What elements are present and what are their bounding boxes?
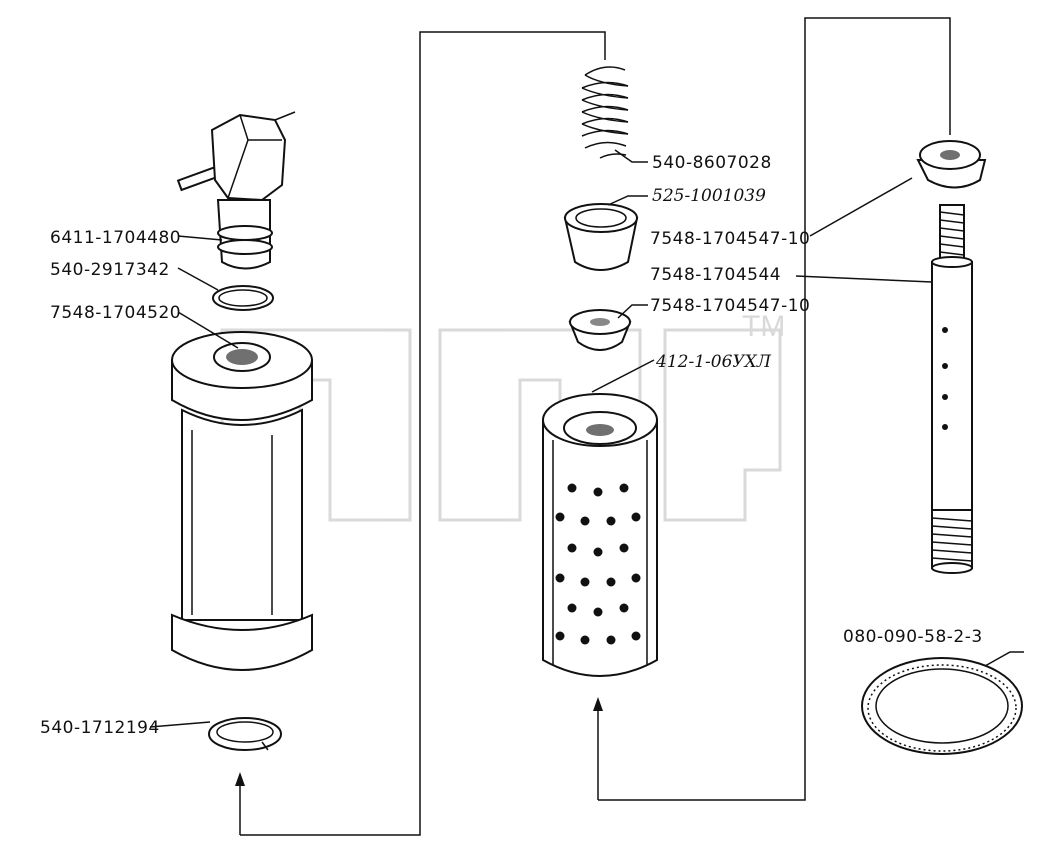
label-o-ring-small: 540-2917342 (50, 260, 170, 280)
sleeve-part (563, 203, 639, 271)
label-sleeve: 525-1001039 (652, 186, 766, 206)
label-plug: 6411-1704480 (50, 228, 181, 248)
rod-part (931, 204, 973, 574)
retaining-ring-part (208, 717, 282, 751)
o-ring-small-part (212, 285, 274, 311)
watermark: TM (220, 310, 785, 522)
watermark-tm: TM (742, 310, 785, 343)
washer-lower-part (568, 309, 632, 351)
filter-holes (555, 483, 641, 645)
leader-lines (149, 149, 1024, 728)
label-washer-lower: 7548-1704547-10 (650, 296, 810, 316)
label-retaining-ring: 540-1712194 (40, 718, 160, 738)
plug-part (176, 111, 296, 270)
label-rod: 7548-1704544 (650, 265, 781, 285)
bracket-lines (235, 17, 951, 836)
label-spring: 540-8607028 (652, 153, 772, 173)
spring-part (581, 66, 629, 159)
gasket-ring-part (861, 657, 1023, 755)
label-filter-element: 412-1-06УХЛ (655, 352, 772, 372)
label-housing: 7548-1704520 (50, 303, 181, 323)
washer-upper-part (916, 140, 987, 189)
housing-part (171, 331, 313, 671)
label-gasket-ring: 080-090-58-2-3 (843, 627, 983, 647)
label-washer-upper: 7548-1704547-10 (650, 229, 810, 249)
